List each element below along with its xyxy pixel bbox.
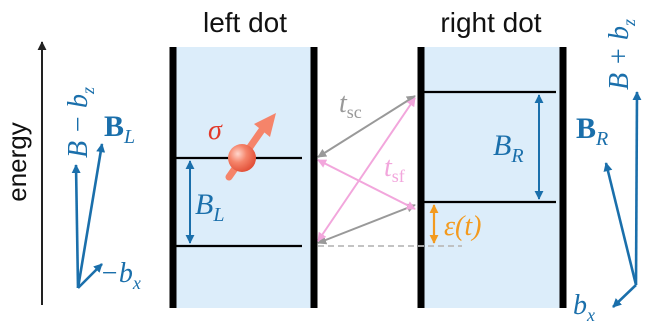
right-x-component-vector xyxy=(612,284,637,308)
spin-conserving-tunneling-label: tsc xyxy=(339,88,362,122)
detuning-label: ε(t) xyxy=(444,211,481,242)
spin-conserving-tunneling-arrow-upper xyxy=(317,95,416,158)
left-dot-title: left dot xyxy=(203,7,287,38)
left-x-component-label: −bx xyxy=(100,258,141,293)
right-zeeman-label: BR xyxy=(493,129,524,167)
spin-flip-tunneling-arrow-b xyxy=(317,97,416,242)
left-x-component-vector xyxy=(77,263,103,289)
right-z-component-vector xyxy=(632,91,642,286)
left-z-component-label: B − bz xyxy=(63,87,98,158)
right-x-component-label: bx xyxy=(573,290,595,325)
energy-axis-label: energy xyxy=(2,122,32,202)
left-field-vectors xyxy=(71,143,106,289)
right-field-vectors xyxy=(603,91,642,308)
right-z-component-label: B + bz xyxy=(604,19,639,90)
left-zeeman-label: BL xyxy=(195,188,224,226)
left-field-label: BL xyxy=(104,110,135,148)
spin-flip-tunneling-label: tsf xyxy=(384,152,405,186)
spin-sigma-label: σ xyxy=(208,115,223,146)
right-dot-region xyxy=(421,47,563,308)
left-field-vector-BL xyxy=(76,143,106,289)
left-z-component-vector xyxy=(71,164,81,289)
right-dot-title: right dot xyxy=(440,7,541,38)
right-field-vector-BR xyxy=(603,162,638,286)
electron-spin-icon xyxy=(225,113,276,181)
left-dot-region xyxy=(173,47,314,308)
spin-conserving-tunneling-arrow-lower xyxy=(317,203,416,245)
right-field-label: BR xyxy=(576,112,608,150)
